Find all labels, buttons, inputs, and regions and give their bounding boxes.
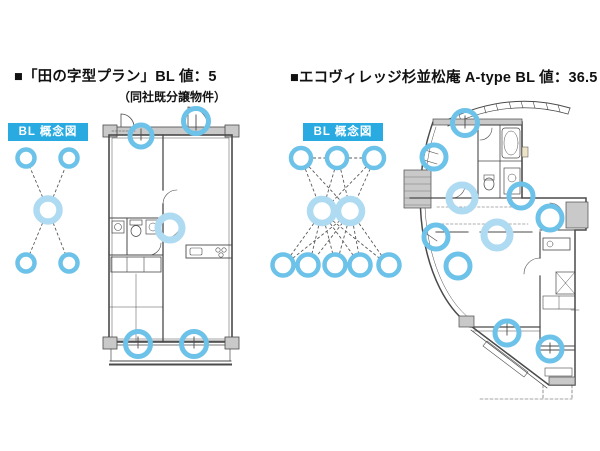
- stair-block: [403, 169, 432, 209]
- toilet-tank: [483, 174, 495, 181]
- interior-wall: [108, 217, 164, 256]
- concept-edge: [52, 222, 66, 254]
- wall-band: [432, 118, 523, 126]
- concept-edge: [304, 169, 318, 200]
- concept-edge: [358, 223, 382, 256]
- wall-column: [548, 376, 576, 386]
- toilet: [483, 177, 495, 191]
- balcony-planter: [544, 367, 573, 377]
- door-arc: [549, 202, 564, 217]
- wall-column: [102, 336, 118, 350]
- concept-node: [324, 145, 350, 171]
- concept-edge: [325, 225, 334, 254]
- washer-drum: [148, 222, 158, 232]
- sink: [114, 223, 122, 231]
- stove-burner: [215, 247, 221, 253]
- kitchen-counter: [185, 244, 233, 259]
- kitchen-sink: [189, 247, 203, 256]
- door-arc: [523, 257, 541, 275]
- concept-edge: [331, 166, 367, 203]
- door-arc: [162, 219, 183, 240]
- balcony-post: [110, 348, 231, 362]
- concept-node: [58, 252, 80, 274]
- corridor-line: [436, 206, 529, 225]
- toilet-tank: [129, 219, 143, 226]
- left-plan-subtitle: （同社既分譲物件）: [118, 90, 227, 104]
- vanity: [111, 220, 125, 234]
- concept-edge: [290, 223, 315, 256]
- concept-edge: [292, 220, 341, 259]
- dimension-line: [479, 384, 573, 400]
- door-arc: [451, 184, 466, 199]
- vanity: [503, 167, 521, 195]
- sink: [507, 173, 517, 183]
- concept-edge: [325, 169, 336, 199]
- concept-node: [15, 252, 37, 274]
- inner-wall-line: [424, 126, 470, 319]
- concept-edge: [340, 169, 349, 199]
- concept-edge: [329, 223, 354, 256]
- closet-divider: [126, 256, 145, 273]
- concept-node: [270, 252, 296, 278]
- interior-wall: [477, 124, 523, 199]
- balcony-planter: [482, 340, 529, 378]
- kitchen-sink: [546, 240, 554, 248]
- bathtub: [501, 127, 521, 159]
- washer: [145, 219, 161, 235]
- concept-node: [295, 252, 321, 278]
- door-arc: [162, 189, 178, 205]
- concept-edge: [353, 225, 360, 254]
- right-floor-plan: [403, 100, 589, 400]
- concept-node-light: [33, 195, 63, 225]
- stove-burner: [221, 247, 227, 253]
- door-arc: [120, 113, 135, 128]
- concept-edge: [356, 168, 371, 200]
- left-bl-concept-label: BL 概念図: [8, 123, 88, 141]
- concept-edge: [311, 225, 320, 254]
- concept-edge: [308, 166, 342, 203]
- window-wall: [539, 345, 576, 351]
- stove-burner: [218, 252, 224, 258]
- concept-edge: [339, 225, 348, 254]
- concept-edge: [52, 167, 66, 198]
- concept-edge: [29, 222, 44, 254]
- wall-column: [458, 315, 475, 328]
- kitchen-counter: [542, 237, 571, 251]
- left-floor-plan: [102, 106, 240, 366]
- door-arc: [479, 127, 493, 141]
- concept-node-light: [334, 195, 366, 227]
- wall-column: [224, 336, 240, 350]
- concept-node: [58, 147, 80, 169]
- left-plan-title: ■「田の字型プラン」BL 値：5: [14, 69, 217, 85]
- inner-wall-line: [111, 137, 230, 340]
- tatami-grid: [108, 273, 164, 342]
- bathtub-oval: [503, 130, 519, 156]
- right-bl-concept-label: BL 概念図: [303, 123, 383, 141]
- interior-wall: [435, 229, 576, 233]
- concept-node: [347, 252, 373, 278]
- closet-divider: [558, 295, 580, 311]
- concept-node: [288, 145, 314, 171]
- right-plan-title: ■エコヴィレッジ杉並松庵 A-type BL 値：36.5: [290, 70, 598, 86]
- door-arc: [187, 106, 209, 128]
- canopy-hatch: [458, 101, 561, 122]
- concept-node: [15, 147, 37, 169]
- outer-wall: [108, 134, 233, 343]
- concept-edge: [332, 220, 380, 259]
- door-arc: [148, 242, 162, 256]
- closet: [110, 256, 162, 273]
- entrance-block: [565, 201, 589, 229]
- meter-box: [521, 146, 529, 158]
- concept-edge: [316, 222, 343, 256]
- closet-cross: [555, 271, 576, 295]
- concept-node: [322, 252, 348, 278]
- concept-node-light: [306, 195, 338, 227]
- closet: [555, 271, 576, 295]
- toilet: [130, 225, 142, 237]
- concept-node: [361, 145, 387, 171]
- stair-treads: [403, 176, 432, 206]
- balcony-edge: [470, 329, 548, 389]
- concept-edge: [29, 167, 44, 198]
